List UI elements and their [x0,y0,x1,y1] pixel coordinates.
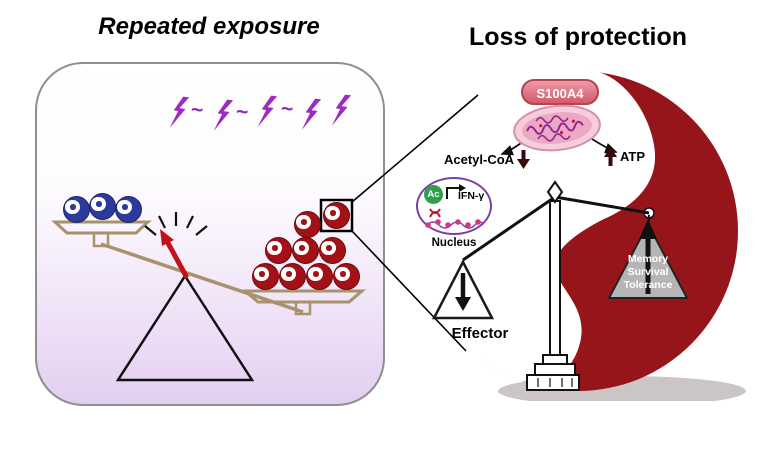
tcell-ball-red [292,237,319,264]
atp-label: ATP [620,149,646,164]
effector-down-arrowhead [455,297,471,311]
acetyl-coa-label: Acetyl-CoA [444,152,515,167]
memory-up-arrowhead [639,219,657,239]
left-pan [51,220,152,235]
right-pan-hook [294,302,312,316]
nucleus-label: Nucleus [431,237,477,249]
s100a4-badge: S100A4 [521,79,599,105]
left-panel-title: Repeated exposure [98,13,320,40]
tcell-ball-blue [63,196,90,223]
lightning-bolt-icon [301,98,322,130]
nucleus-graphic: Ac IFN-γ [416,177,492,235]
lightning-bolt-icon [257,95,278,127]
acetyl-coa-row: Acetyl-CoA [444,150,531,169]
mito-to-atp-arrow [591,138,618,154]
lightning-bolt-icon [169,96,190,128]
needle-arrowhead [160,229,174,246]
ac-acetyl-mark: Ac [424,185,443,204]
tcell-ball-red [333,263,360,290]
tcell-ball-red [306,263,333,290]
pole-finial [546,180,564,204]
tolerance-label: Tolerance [624,279,673,291]
tcell-ball-red-boxed [323,202,350,229]
wave-icon: ~ [281,98,294,121]
pedestal [526,354,580,391]
pedestal-flutes [537,378,573,387]
vibration-marks-icon [144,212,208,236]
tcell-ball-red [265,237,292,264]
decrease-arrow-icon [517,150,531,169]
lightning-bolt-icon [213,99,234,131]
zoom-connector-top [351,94,479,203]
tss-arrow-icon [446,184,466,199]
tcell-ball-blue [89,193,116,220]
zoom-square [319,198,354,233]
wave-icon: ~ [236,101,249,124]
tcell-ball-red [319,237,346,264]
tripod-fulcrum [115,273,255,382]
lightning-bolt-icon [331,94,352,126]
beam [100,242,304,314]
survival-label: Survival [628,266,669,278]
mitochondria-icon [513,104,601,152]
needle-arrow [165,240,189,279]
chromatin-figure-icon [429,208,441,218]
atp-row: ATP [604,147,645,166]
yin-yang-circle-graphic: Effector Memory Survival Tolerance [416,70,746,401]
increase-arrow-icon [604,147,617,166]
chromatin-beads-icon [425,219,484,229]
tcell-ball-red [252,263,279,290]
right-panel-title: Loss of protection [468,23,688,51]
left-pan-hook [92,234,110,248]
tcell-ball-red [279,263,306,290]
ifn-gamma-label: IFN-γ [458,190,485,202]
effector-label: Effector [452,325,509,342]
zoom-connector-bottom [351,230,467,352]
lightning-bolts-group [169,94,352,131]
scale-pole [549,200,561,356]
wave-icon: ~ [191,99,204,122]
right-pan [240,289,367,304]
tcell-ball-red [294,211,321,238]
tcell-ball-blue [115,196,142,223]
memory-label: Memory [628,253,668,265]
